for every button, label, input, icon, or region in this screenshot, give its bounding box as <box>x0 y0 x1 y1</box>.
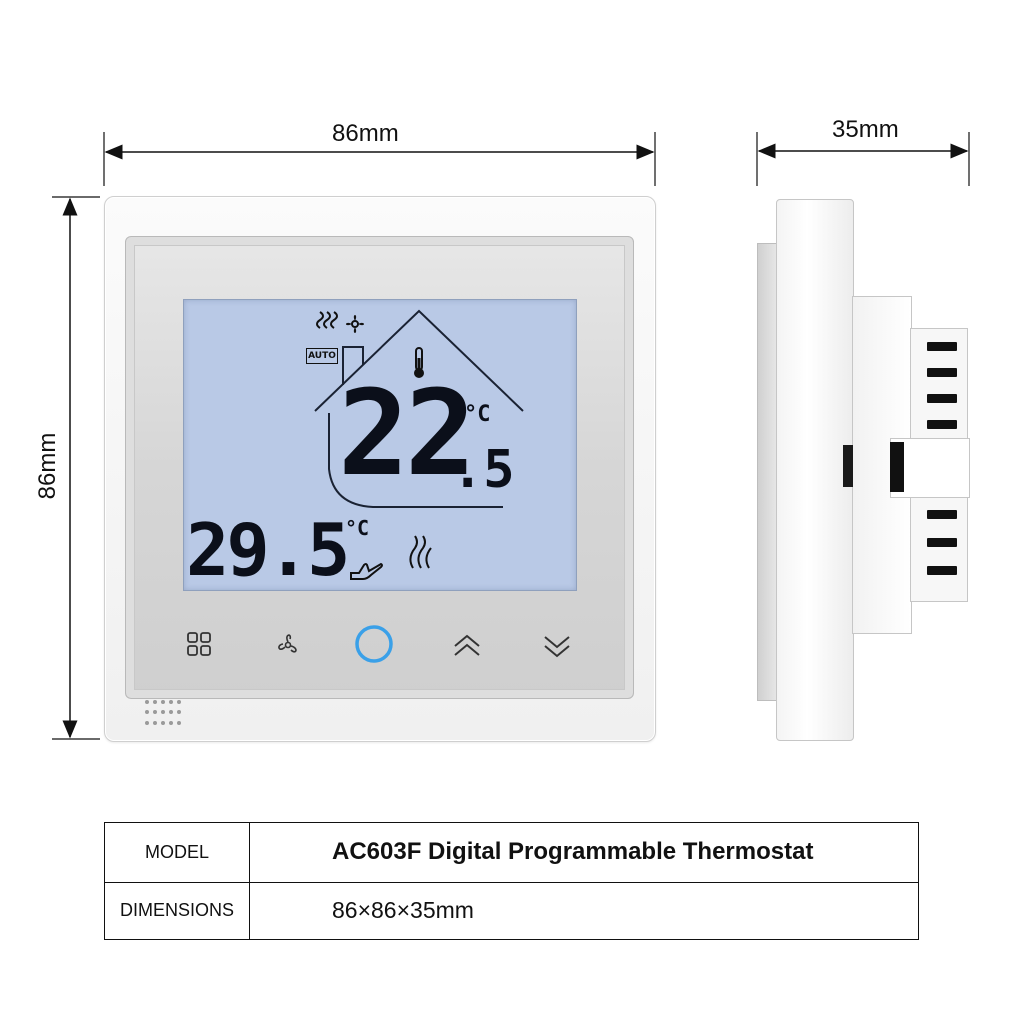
fan-icon <box>346 315 364 333</box>
thermometer-icon <box>414 347 424 378</box>
fan-button-icon[interactable] <box>274 631 302 659</box>
terminal-slot <box>927 368 957 377</box>
chevron-up-icon[interactable] <box>452 634 482 658</box>
spec-value-dimensions: 86×86×35mm <box>249 881 919 941</box>
hand-icon <box>350 562 383 580</box>
main-temperature-unit: °C <box>464 402 491 427</box>
main-temperature-decimal: .5 <box>452 440 515 500</box>
spec-key-dimensions: DIMENSIONS <box>104 881 250 941</box>
side-view-clip <box>890 442 904 492</box>
table-row: DIMENSIONS 86×86×35mm <box>104 881 919 941</box>
table-row: MODEL AC603F Digital Programmable Thermo… <box>104 822 919 883</box>
width-label: 86mm <box>332 120 399 147</box>
side-view-body <box>776 199 854 741</box>
main-temperature-integer: 22 <box>338 364 476 502</box>
terminal-slot <box>927 566 957 575</box>
terminal-slot <box>927 394 957 403</box>
height-label: 86mm <box>34 432 61 500</box>
chevron-down-icon[interactable] <box>542 634 572 658</box>
fan-speed-icon <box>316 311 338 329</box>
heat-icon <box>409 535 432 569</box>
terminal-slot <box>927 510 957 519</box>
spec-value-model: AC603F Digital Programmable Thermostat <box>249 822 919 883</box>
side-view-notch <box>843 445 853 487</box>
terminal-slot <box>927 420 957 429</box>
depth-label: 35mm <box>832 116 899 143</box>
menu-grid-icon[interactable] <box>186 631 212 657</box>
auto-mode-badge: AUTO <box>306 348 338 364</box>
set-temperature: 29.5 <box>186 508 350 592</box>
speaker-grille <box>145 700 185 726</box>
spec-key-model: MODEL <box>104 822 250 883</box>
terminal-slot <box>927 538 957 547</box>
set-temperature-unit: °C <box>345 516 370 540</box>
spec-table: MODEL AC603F Digital Programmable Thermo… <box>104 822 919 941</box>
terminal-slot <box>927 342 957 351</box>
house-outline-icon <box>314 309 524 508</box>
power-ring-icon[interactable] <box>352 622 396 666</box>
